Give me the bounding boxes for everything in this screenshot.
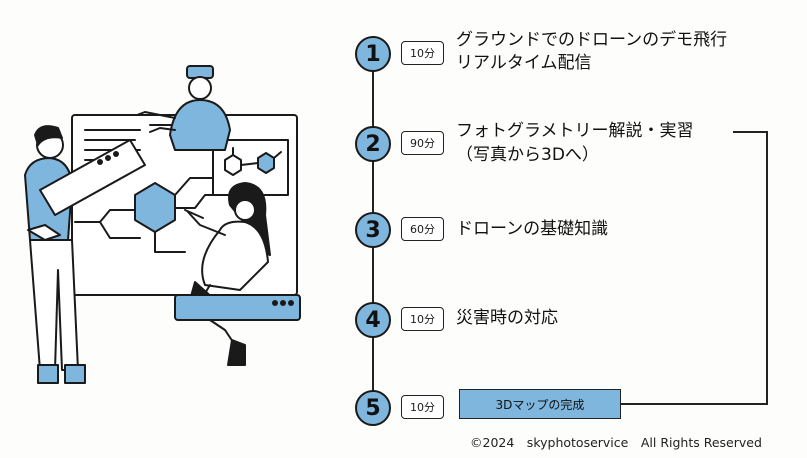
step-2-title: フォトグラメトリー解説・実習 <box>456 121 694 141</box>
connector-vertical <box>766 131 768 405</box>
step-4-title: 災害時の対応 <box>456 308 558 328</box>
step-5-duration: 10分 <box>401 395 444 419</box>
step-1-subtitle: リアルタイム配信 <box>456 53 592 73</box>
step-5-number: 5 <box>355 390 391 426</box>
step-1-duration: 10分 <box>401 41 444 65</box>
step-2-number: 2 <box>355 126 391 162</box>
step-5-result-box: 3Dマップの完成 <box>459 389 621 419</box>
connector-top <box>733 131 766 133</box>
step-3-number: 3 <box>355 212 391 248</box>
step-4-number: 4 <box>355 302 391 338</box>
step-2-subtitle: （写真から3Dへ） <box>456 145 599 165</box>
step-2-duration: 90分 <box>401 131 444 155</box>
step-3-title: ドローンの基礎知識 <box>456 219 609 239</box>
copyright-text: ©2024 skyphotoservice All Rights Reserve… <box>470 435 762 450</box>
step-3-duration: 60分 <box>401 217 444 241</box>
step-1-number: 1 <box>355 36 391 72</box>
connector-bottom <box>621 403 768 405</box>
step-4-duration: 10分 <box>401 307 444 331</box>
team-illustration <box>24 65 301 384</box>
step-1-title: グラウンドでのドローンのデモ飛行 <box>456 30 728 50</box>
